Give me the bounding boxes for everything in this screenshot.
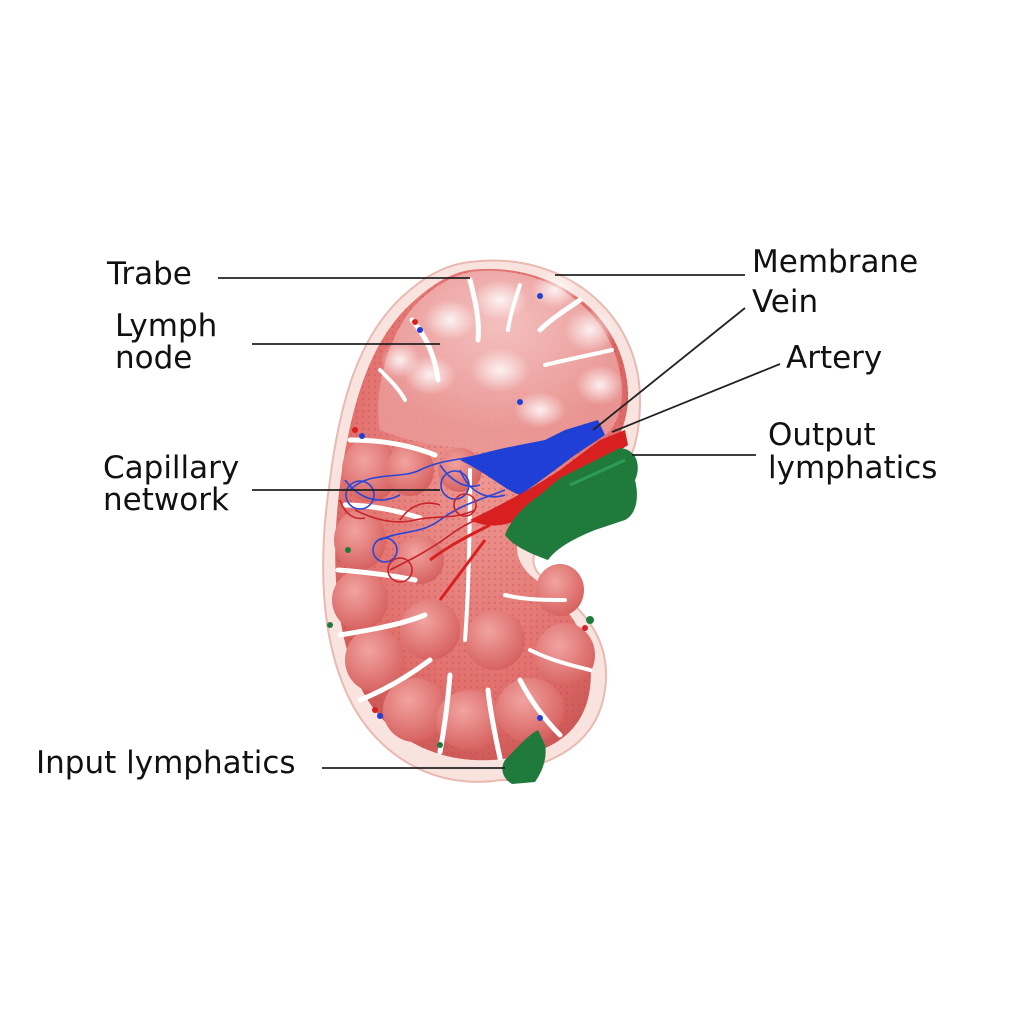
leader-vein <box>592 307 746 431</box>
vein <box>460 420 605 495</box>
label-capillary-line1: Capillary <box>103 450 240 486</box>
label-membrane: Membrane <box>752 244 919 280</box>
output-lymphatic-vessel <box>505 448 638 560</box>
label-output-line2: lymphatics <box>768 450 938 486</box>
artery <box>470 430 628 526</box>
label-trabe: Trabe <box>107 256 192 292</box>
label-capillary-line2: network <box>103 482 229 518</box>
capillary-network <box>339 454 511 583</box>
peripheral-vessels <box>327 293 594 748</box>
label-input-lymphatics: Input lymphatics <box>36 745 296 781</box>
follicles <box>380 272 624 428</box>
label-vein: Vein <box>752 284 819 320</box>
leader-artery <box>611 363 781 433</box>
label-lymph-node-line1: Lymph <box>115 308 218 344</box>
leader-lines <box>218 274 781 769</box>
trabeculae <box>335 277 614 761</box>
input-lymphatic-vessel <box>502 730 546 784</box>
medullary-lobules <box>332 438 595 750</box>
label-artery: Artery <box>786 340 883 376</box>
label-output-line1: Output <box>768 417 876 453</box>
label-lymph-node-line2: node <box>115 340 193 376</box>
